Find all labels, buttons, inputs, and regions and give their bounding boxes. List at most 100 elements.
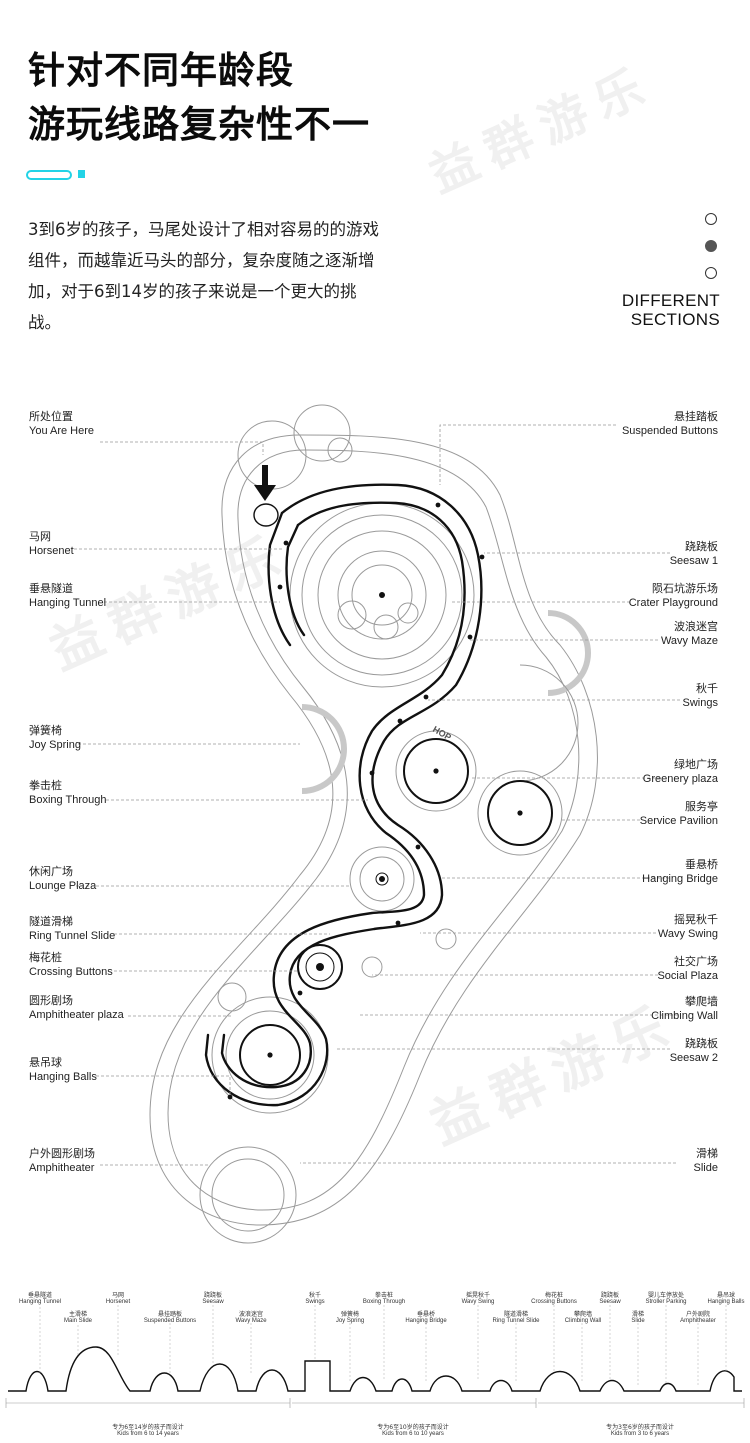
- crater-ring-2: [301, 514, 463, 676]
- route-path-outer: [204, 483, 483, 1107]
- crater-ring-5: [351, 564, 413, 626]
- route-path-inner: [220, 501, 466, 1089]
- section-title: DIFFERENT SECTIONS: [622, 291, 720, 329]
- intro-paragraph: 3到6岁的孩子，马尾处设计了相对容易的的游戏组件，而越靠近马头的部分，复杂度随之…: [28, 220, 379, 332]
- crater-ring-4: [337, 550, 427, 640]
- elevation-profile: [5, 1305, 745, 1408]
- small-circle-2: [361, 956, 383, 978]
- horsenet-arm: [267, 511, 306, 647]
- section-title-line-1: DIFFERENT: [621, 291, 720, 310]
- pager-dot-1[interactable]: [705, 213, 717, 225]
- crossing-buttons-outer: [297, 944, 343, 990]
- service-pavilion-inner: [487, 780, 553, 846]
- right-bump-2: [519, 664, 579, 782]
- you-are-here-marker: [254, 465, 276, 501]
- profile-terrain: [8, 1346, 742, 1392]
- accent-pill-icon: [26, 170, 72, 180]
- small-circle-1: [217, 982, 247, 1012]
- pager-dot-3[interactable]: [705, 267, 717, 279]
- crater-ball-1: [337, 600, 367, 630]
- crossing-buttons-inner: [305, 952, 335, 982]
- head-circle-top: [293, 404, 351, 462]
- service-pavilion-outer: [477, 770, 563, 856]
- playground-plan-map: HOP: [74, 404, 680, 1244]
- lounge-plaza-inner: [359, 856, 405, 902]
- amphitheater-plaza-3: [239, 1024, 301, 1086]
- watermark-top: 益群游乐: [421, 55, 664, 204]
- amphitheater-plaza-2: [225, 1010, 315, 1100]
- lounge-plaza-center: [375, 872, 389, 886]
- head-circle-large: [237, 420, 307, 490]
- page-heading: 针对不同年龄段 游玩线路复杂性不一: [28, 44, 370, 152]
- greenery-plaza-inner: [403, 738, 469, 804]
- section-pager: [705, 213, 719, 294]
- small-circle-3: [435, 928, 457, 950]
- tail-amphitheater: [199, 1146, 297, 1244]
- lounge-plaza-outer: [349, 846, 415, 912]
- tail-amphitheater-inner: [211, 1158, 285, 1232]
- crater-ball-3: [397, 602, 419, 624]
- you-are-here-spot: [253, 503, 279, 527]
- left-bump-1: [301, 704, 347, 794]
- site-outline-inner: [167, 449, 580, 1211]
- greenery-plaza-outer: [395, 730, 477, 812]
- head-circle-small: [327, 437, 353, 463]
- section-title-line-2: SECTIONS: [630, 310, 720, 329]
- pager-dot-2[interactable]: [705, 240, 717, 252]
- crater-ball-2: [373, 614, 399, 640]
- heading-line-2: 游玩线路复杂性不一: [28, 103, 370, 146]
- site-outline-outer: [149, 434, 598, 1226]
- right-bump-1: [547, 610, 591, 696]
- heading-line-1: 针对不同年龄段: [28, 49, 294, 92]
- accent-square-icon: [78, 170, 85, 178]
- crater-ring-3: [317, 530, 447, 660]
- leader-lines: [74, 424, 680, 1166]
